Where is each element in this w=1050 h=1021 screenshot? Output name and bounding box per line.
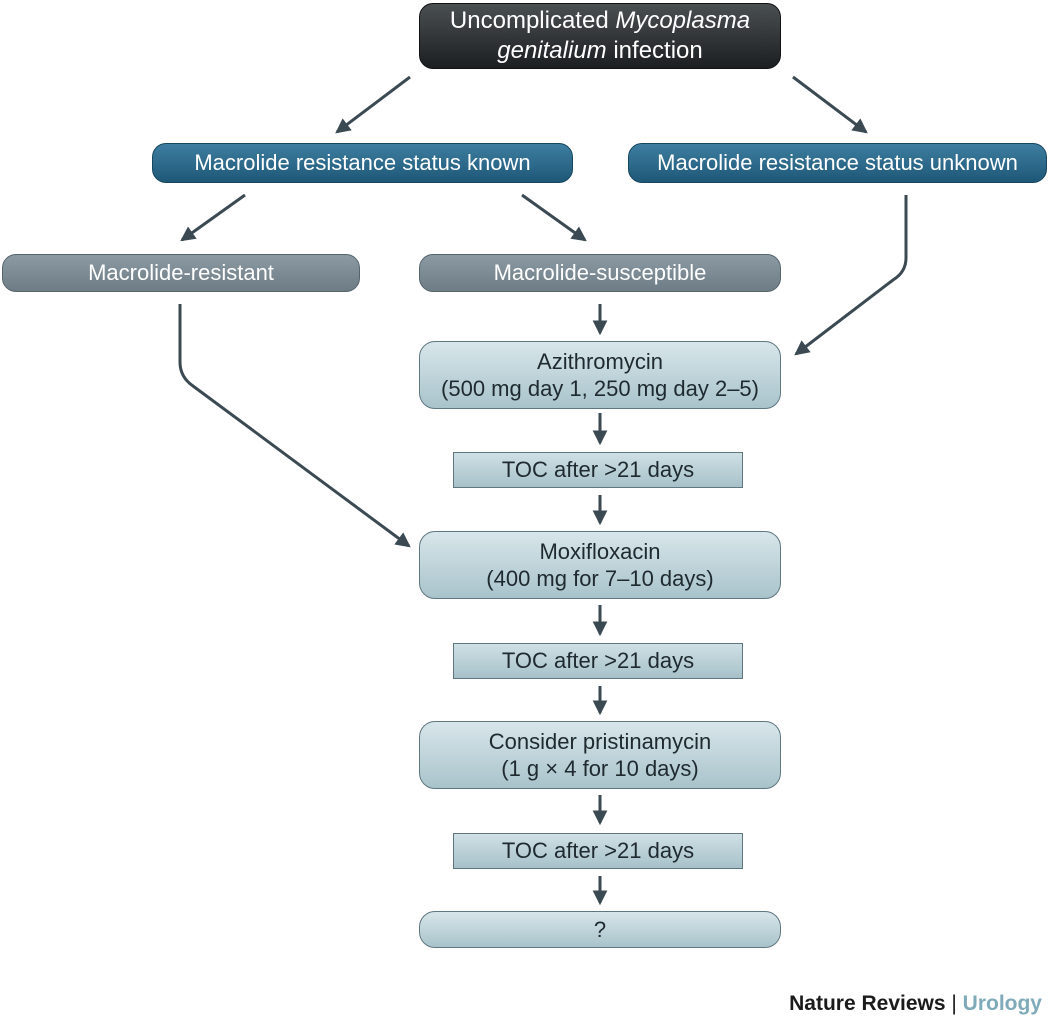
arrow-known-to-resistant [180, 193, 246, 242]
node-macrolide-susceptible: Macrolide-susceptible [419, 254, 781, 292]
credit-separator: | [945, 992, 963, 1015]
moxifloxacin-dose: (400 mg for 7–10 days) [486, 566, 714, 591]
arrow-known-to-susceptible [521, 193, 587, 242]
toc-1-label: TOC after >21 days [501, 457, 695, 483]
node-start: Uncomplicated Mycoplasma genitalium infe… [419, 3, 781, 69]
toc-2-label: TOC after >21 days [501, 648, 695, 674]
pristinamycin-dose: (1 g × 4 for 10 days) [501, 756, 699, 781]
pristinamycin-title: Consider pristinamycin [488, 728, 712, 754]
arrow-start-to-known [335, 75, 411, 134]
node-resistance-known-label: Macrolide resistance status known [194, 150, 531, 176]
node-toc-1: TOC after >21 days [453, 452, 743, 488]
node-resistance-known: Macrolide resistance status known [152, 143, 573, 183]
node-pristinamycin: Consider pristinamycin (1 g × 4 for 10 d… [419, 721, 781, 789]
start-text-italic: Mycoplasma [615, 7, 751, 34]
journal-credit: Nature Reviews | Urology [789, 992, 1042, 1016]
node-moxifloxacin: Moxifloxacin (400 mg for 7–10 days) [419, 531, 781, 599]
credit-journal: Nature Reviews [789, 992, 946, 1015]
final-node-label: ? [593, 916, 607, 942]
node-azithromycin: Azithromycin (500 mg day 1, 250 mg day 2… [419, 341, 781, 409]
node-macrolide-susceptible-label: Macrolide-susceptible [493, 260, 707, 286]
node-macrolide-resistant: Macrolide-resistant [2, 254, 360, 292]
toc-3-label: TOC after >21 days [501, 838, 695, 864]
arrow-resistant-to-moxi [178, 304, 411, 548]
azithromycin-dose: (500 mg day 1, 250 mg day 2–5) [441, 376, 759, 401]
moxifloxacin-title: Moxifloxacin [539, 538, 661, 564]
start-text-pre: Uncomplicated [449, 7, 616, 34]
node-resistance-unknown: Macrolide resistance status unknown [628, 143, 1047, 183]
arrow-start-to-unknown [792, 75, 868, 134]
start-text-post: infection [606, 37, 703, 64]
arrow-unknown-to-azithro [794, 195, 908, 356]
start-text-italic2: genitalium [497, 37, 607, 64]
node-macrolide-resistant-label: Macrolide-resistant [88, 260, 274, 286]
node-toc-3: TOC after >21 days [453, 833, 743, 869]
node-resistance-unknown-label: Macrolide resistance status unknown [657, 150, 1018, 176]
node-final-unknown: ? [419, 911, 781, 948]
node-toc-2: TOC after >21 days [453, 643, 743, 679]
azithromycin-title: Azithromycin [537, 348, 663, 374]
credit-subject: Urology [962, 992, 1042, 1015]
